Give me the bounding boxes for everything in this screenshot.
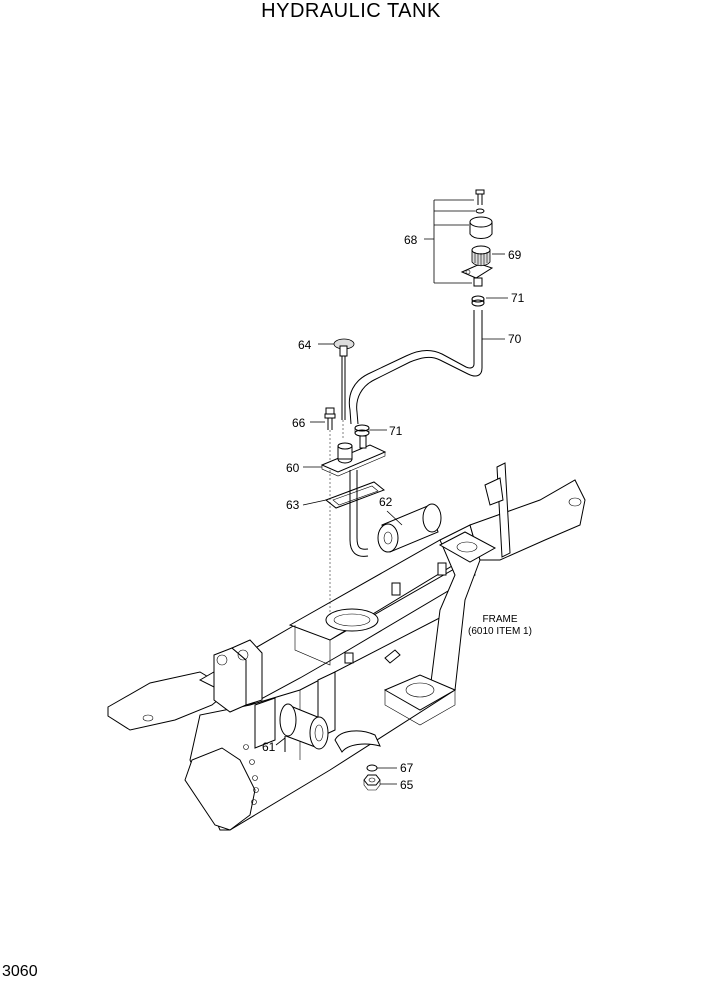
tank-cover-60 bbox=[320, 435, 387, 477]
callout-64: 64 bbox=[298, 338, 312, 352]
callout-leaders bbox=[275, 199, 508, 785]
callout-68: 68 bbox=[404, 233, 418, 247]
callout-61: 61 bbox=[262, 740, 276, 754]
frame-note-line1: FRAME bbox=[483, 614, 518, 625]
callout-62: 62 bbox=[379, 495, 393, 509]
oring-67 bbox=[366, 764, 378, 772]
nut-65 bbox=[363, 774, 381, 791]
internal-suction-tube bbox=[349, 470, 369, 557]
hose-70 bbox=[348, 310, 483, 425]
page-title: HYDRAULIC TANK bbox=[261, 0, 441, 22]
suction-filter-61 bbox=[279, 703, 329, 752]
callout-69: 69 bbox=[508, 248, 522, 262]
air-breather-68 bbox=[460, 189, 494, 287]
return-filter-62 bbox=[377, 503, 442, 553]
dipstick-64 bbox=[333, 338, 355, 440]
callout-70: 70 bbox=[508, 332, 522, 346]
callout-67: 67 bbox=[400, 761, 414, 775]
callout-63: 63 bbox=[286, 498, 300, 512]
callout-71-upper: 71 bbox=[511, 291, 525, 305]
gasket-63 bbox=[325, 481, 385, 509]
clamp-71-lower bbox=[354, 424, 370, 437]
return-hose-lower bbox=[334, 730, 381, 753]
page-number: 3060 bbox=[2, 963, 38, 980]
bolt-66 bbox=[324, 407, 336, 460]
callout-66: 66 bbox=[292, 416, 306, 430]
clamp-71-upper bbox=[471, 295, 485, 307]
callout-71-lower: 71 bbox=[389, 424, 403, 438]
frame-note-line2: (6010 ITEM 1) bbox=[468, 626, 532, 637]
callout-60: 60 bbox=[286, 461, 300, 475]
frame-structure bbox=[107, 462, 586, 831]
callout-65: 65 bbox=[400, 778, 414, 792]
breather-element-69 bbox=[471, 245, 491, 267]
